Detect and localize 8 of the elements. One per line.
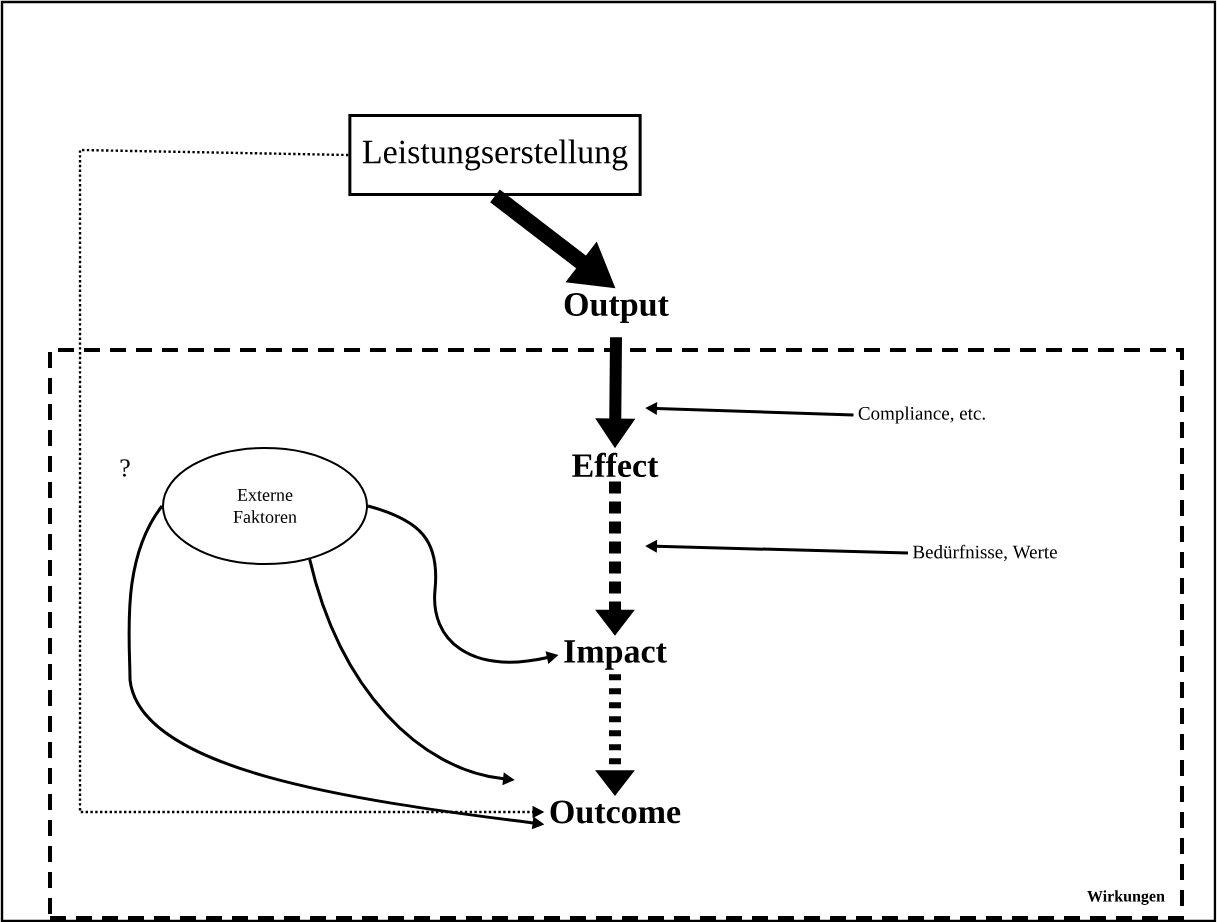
question-mark: ?	[120, 459, 130, 477]
stage-label: Output	[564, 293, 669, 323]
stage-label: Impact	[564, 640, 667, 670]
stage-label: Outcome	[550, 800, 681, 824]
stage-label: Effect	[572, 452, 659, 478]
stage-label: Bedürfnisse, Werte	[912, 544, 1057, 562]
stage-label: Compliance, etc.	[858, 406, 985, 424]
process-box: Leistungserstellung	[348, 114, 642, 196]
